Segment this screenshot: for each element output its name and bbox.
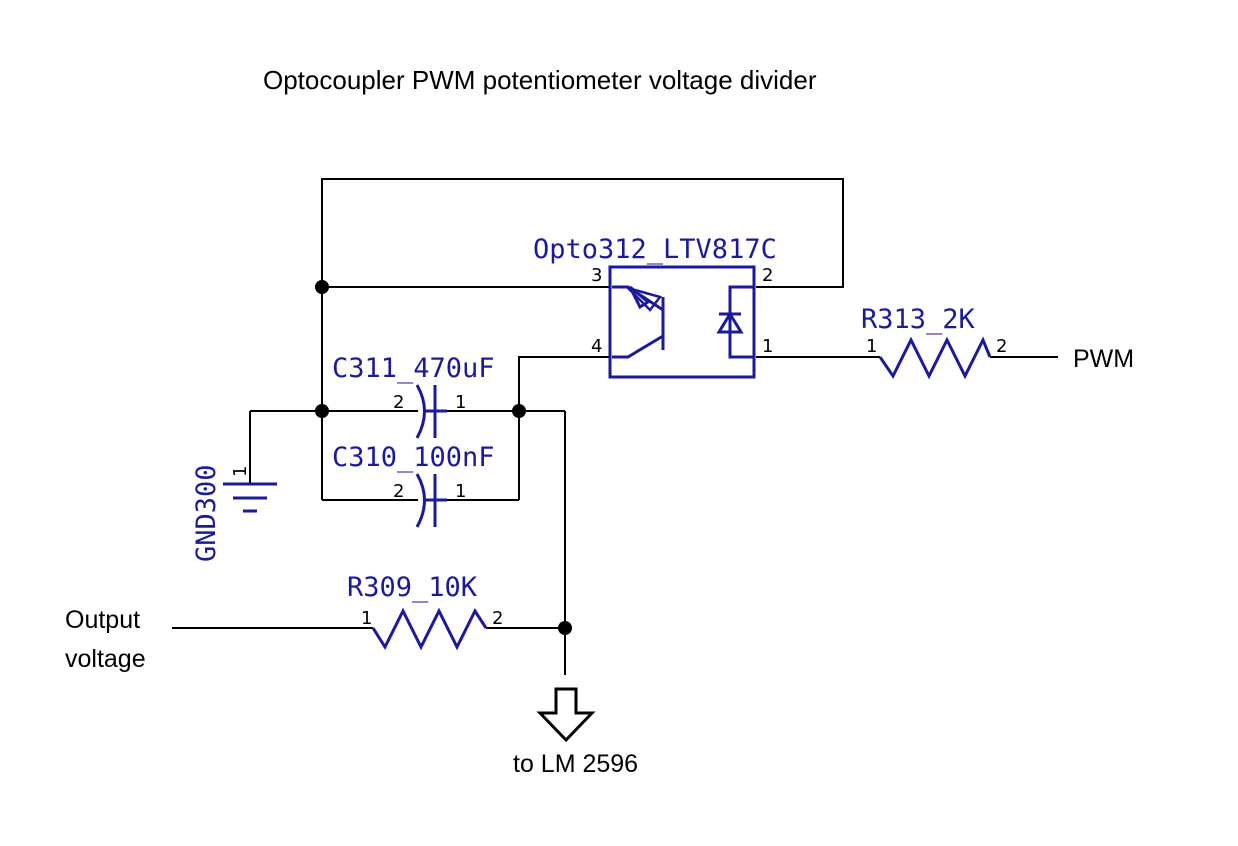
resistor-r313[interactable]: R313_2K 1 2 xyxy=(861,304,1007,380)
opto-pin-1: 1 xyxy=(762,336,773,357)
resistor-zigzag-icon xyxy=(371,607,488,651)
r309-ref-label: R309_10K xyxy=(347,572,478,603)
capacitor-c310[interactable]: C310_100nF 2 1 xyxy=(332,442,495,528)
c310-ref-label: C310_100nF xyxy=(332,442,495,473)
junction-dot xyxy=(512,404,526,418)
r313-pin-1: 1 xyxy=(866,336,877,357)
resistor-zigzag-icon xyxy=(878,336,992,380)
capacitor-curved-plate-icon xyxy=(415,384,426,439)
junction-dot xyxy=(315,280,329,294)
c311-pin-2: 2 xyxy=(393,392,404,413)
r313-pin-2: 2 xyxy=(996,336,1007,357)
opto-pin-4: 4 xyxy=(591,336,602,357)
opto-pin-3: 3 xyxy=(591,265,602,286)
to-lm2596-label: to LM 2596 xyxy=(513,750,638,778)
ground-gnd300[interactable]: GND300 1 xyxy=(191,464,277,562)
junction-dot xyxy=(315,404,329,418)
c311-ref-label: C311_470uF xyxy=(332,353,495,384)
resistor-r309[interactable]: R309_10K 1 2 xyxy=(347,572,503,651)
gnd-pin-1: 1 xyxy=(230,466,251,477)
r313-ref-label: R313_2K xyxy=(861,304,976,335)
pin4-wire xyxy=(518,356,610,500)
top-loop-wire xyxy=(321,178,844,288)
opto-pin-2: 2 xyxy=(762,265,773,286)
diagram-title: Optocoupler PWM potentiometer voltage di… xyxy=(263,65,817,95)
capacitor-curved-plate-icon xyxy=(415,473,426,528)
c311-pin-1: 1 xyxy=(455,392,466,413)
gnd-ref-label: GND300 xyxy=(191,464,222,562)
junction-dot xyxy=(558,621,572,635)
output-voltage-label-line1: Output xyxy=(65,606,140,634)
c310-pin-1: 1 xyxy=(455,481,466,502)
pwm-net-label: PWM xyxy=(1073,345,1134,373)
r309-pin-2: 2 xyxy=(492,608,503,629)
output-voltage-label-line2: voltage xyxy=(65,645,146,673)
down-arrow-icon xyxy=(536,687,596,743)
c310-pin-2: 2 xyxy=(393,481,404,502)
led-diode-icon xyxy=(716,285,754,359)
capacitor-c311[interactable]: C311_470uF 2 1 xyxy=(332,353,495,439)
optocoupler-ltv817c[interactable]: Opto312_LTV817C 3 2 4 1 xyxy=(533,234,777,379)
r309-pin-1: 1 xyxy=(361,608,372,629)
opto-body xyxy=(608,265,756,379)
phototransistor-icon xyxy=(612,285,665,359)
opto-ref-label: Opto312_LTV817C xyxy=(533,234,777,265)
